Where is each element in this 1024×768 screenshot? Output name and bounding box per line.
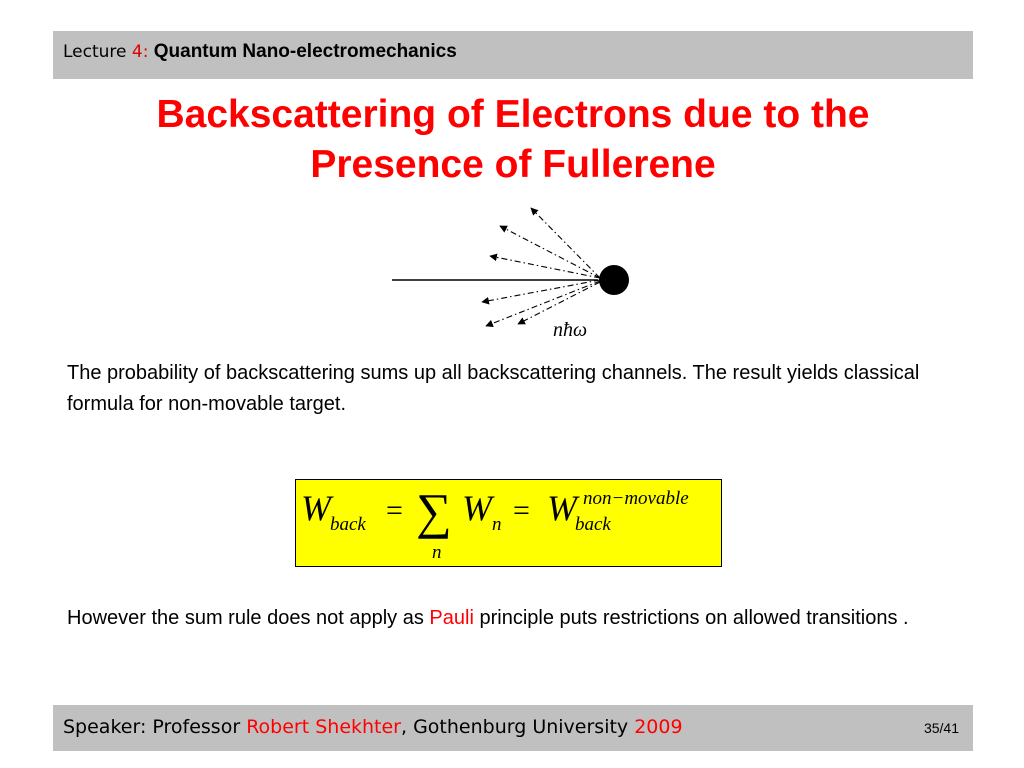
- formula-equals-2: =: [513, 494, 530, 527]
- footer-bar: Speaker: Professor Robert Shekhter, Goth…: [53, 705, 973, 751]
- speaker-name: Robert Shekhter: [246, 716, 401, 738]
- header-text: Lecture 4: Quantum Nano-electromechanics: [63, 41, 457, 63]
- formula-n-subscript: n: [492, 514, 502, 535]
- backscattering-diagram: nħω: [392, 207, 629, 341]
- slide-title-line1: Backscattering of Electrons due to the: [156, 93, 870, 136]
- paragraph-probability: The probability of backscattering sums u…: [67, 362, 920, 415]
- footer-speaker-line: Speaker: Professor Robert Shekhter, Goth…: [63, 716, 683, 738]
- formula-w-n: W: [462, 488, 495, 528]
- footer-prefix: Speaker: Professor: [63, 716, 247, 738]
- pauli-text-before: However the sum rule does not apply as: [67, 607, 430, 629]
- scattered-path-3: [489, 253, 601, 279]
- scattered-path-4: [481, 279, 601, 305]
- lecture-label: Lecture: [63, 42, 132, 62]
- formula-box: W back = ∑ n W n = W non−movable back: [295, 479, 722, 567]
- formula-w-back: W: [301, 488, 334, 528]
- header-colon: :: [142, 42, 149, 62]
- formula-result-subscript: back: [575, 514, 611, 535]
- scattered-path-1: [530, 207, 601, 279]
- scattered-path-2: [499, 225, 601, 279]
- pauli-text-after: principle puts restrictions on allowed t…: [473, 607, 909, 629]
- scattered-path-6: [517, 281, 601, 325]
- formula-equals-1: =: [386, 494, 403, 527]
- energy-quantum-label: nħω: [553, 319, 587, 341]
- footer-middle: , Gothenburg University: [401, 716, 635, 738]
- page-number: 35/41: [923, 720, 959, 736]
- formula-back-subscript: back: [330, 514, 366, 535]
- slide-title: Backscattering of Electrons due to the P…: [53, 90, 973, 190]
- header-bar: Lecture 4: Quantum Nano-electromechanics: [53, 31, 973, 79]
- formula-result-superscript: non−movable: [583, 488, 689, 509]
- formula-w-result: W: [547, 488, 580, 528]
- fullerene-circle: [599, 265, 629, 295]
- formula-sum-index: n: [432, 542, 442, 563]
- header-title: Quantum Nano-electromechanics: [148, 41, 457, 62]
- formula-sum-symbol: ∑: [416, 483, 452, 539]
- footer-year: 2009: [634, 716, 683, 738]
- pauli-highlight: Pauli: [429, 607, 474, 629]
- lecture-number: 4: [131, 42, 143, 62]
- paragraph-pauli: However the sum rule does not apply as P…: [67, 603, 947, 634]
- backscattering-formula: W back = ∑ n W n = W non−movable back: [301, 483, 689, 563]
- slide-title-line2: Presence of Fullerene: [310, 143, 716, 186]
